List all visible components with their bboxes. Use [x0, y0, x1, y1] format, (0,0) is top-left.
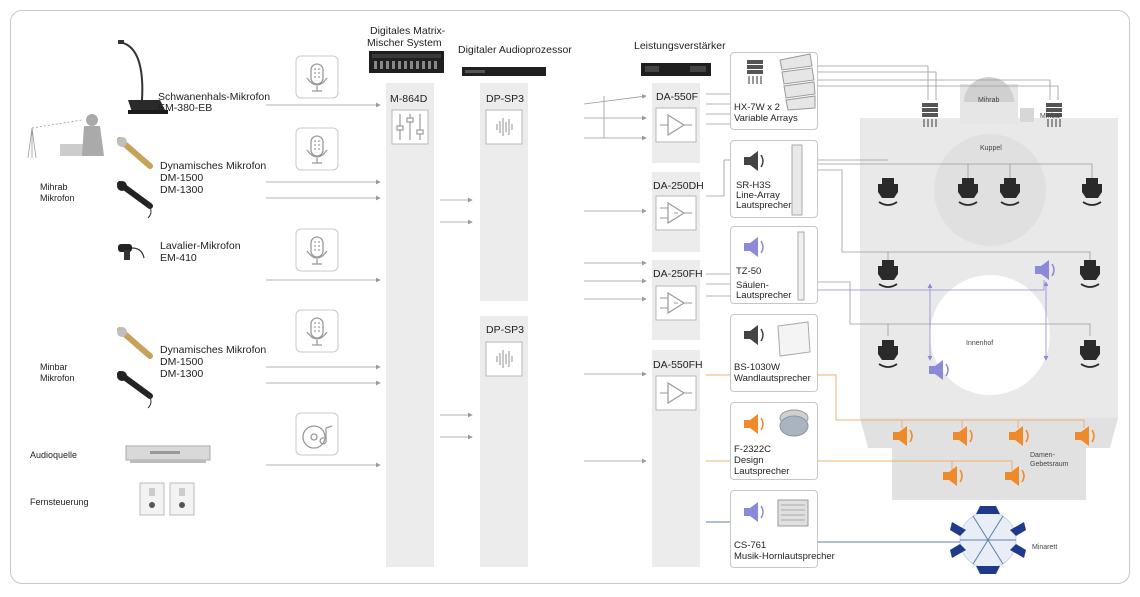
array-speaker-icon — [746, 59, 764, 85]
media-icon — [295, 412, 339, 456]
matrix-header-line2: Mischer System — [367, 37, 442, 49]
mic-icon — [295, 228, 339, 272]
matrix-column — [386, 83, 434, 567]
tz50-product-image — [797, 231, 805, 301]
amp3-model-label: DA-250FH — [653, 268, 703, 280]
orange-wiring — [818, 374, 1085, 470]
amplifier-icon — [655, 285, 697, 321]
speaker-icon — [743, 236, 764, 258]
amplifier-icon — [655, 195, 697, 231]
mihrab-group-line2: Mikrofon — [40, 193, 75, 203]
floorplan-wiring — [818, 65, 1093, 336]
amplifier-device-image — [641, 63, 711, 76]
dynamic1-name: Dynamisches Mikrofon — [160, 160, 267, 172]
minbar-group-line1: Minbar — [40, 362, 68, 372]
f2322c-line1: F-2322C — [734, 444, 771, 455]
matrix-device-image — [369, 51, 444, 73]
speaker-icon — [743, 413, 764, 435]
speaker-card-srh3s — [730, 140, 818, 218]
srh3s-line2: Line-Array — [736, 190, 780, 201]
mic-icon — [295, 309, 339, 353]
matrix-model-label: M-864D — [390, 93, 428, 105]
gooseneck-name: Schwanenhals-Mikrofon — [158, 91, 271, 103]
minarett-label: Minarett — [1032, 544, 1058, 551]
hx7w-line2: Variable Arrays — [734, 113, 798, 124]
srh3s-line1: SR-H3S — [736, 180, 771, 191]
minbar-label: Minbar — [1040, 113, 1062, 120]
cs761-product-image — [777, 499, 809, 527]
minbar-group-line2: Mikrofon — [40, 373, 75, 383]
dynamic1-model2: DM-1300 — [160, 184, 204, 196]
amp-output-lines — [706, 93, 730, 297]
gooseneck-mic-image — [118, 40, 168, 114]
remote-panel-image — [139, 482, 195, 516]
dynamic-mic-image-2 — [117, 327, 153, 409]
mihrab-label: Mihrab — [978, 97, 1000, 104]
processor1-model-label: DP-SP3 — [486, 93, 524, 105]
processor-header: Digitaler Audioprozessor — [458, 44, 572, 56]
dynamic2-name: Dynamisches Mikrofon — [160, 344, 267, 356]
amplifier-icon — [655, 107, 697, 143]
processor2-model-label: DP-SP3 — [486, 324, 524, 336]
dsp-icon — [485, 109, 523, 145]
lavalier-mic-image — [118, 244, 145, 260]
bs1030w-product-image — [777, 321, 811, 357]
cs761-line2: Musik-Hornlautsprecher — [734, 551, 835, 562]
innenhof-label: Innenhof — [966, 340, 994, 347]
cs761-line1: CS-761 — [734, 540, 767, 551]
amplifier-icon — [655, 375, 697, 411]
kuppel-label: Kuppel — [980, 145, 1002, 152]
tz50-line1: TZ-50 — [736, 266, 762, 277]
mihrab-group-line1: Mihrab — [40, 182, 68, 192]
tz50-line2: Säulen- — [736, 280, 769, 291]
audio-source-label: Audioquelle — [30, 450, 78, 460]
lavalier-name: Lavalier-Mikrofon — [160, 240, 241, 252]
amp2-model-label: DA-250DH — [653, 180, 704, 192]
purple-wiring — [818, 280, 1049, 361]
dynamic2-model1: DM-1500 — [160, 356, 204, 368]
audio-player-image — [125, 445, 211, 463]
input-lines — [266, 94, 647, 468]
mosque-floorplan — [860, 77, 1118, 569]
f2322c-product-image — [779, 409, 809, 437]
dynamic1-model1: DM-1500 — [160, 172, 204, 184]
speaker-icon — [743, 501, 764, 523]
srh3s-product-image — [791, 144, 803, 216]
lavalier-model: EM-410 — [160, 252, 197, 264]
minaret-speakers — [950, 506, 1026, 574]
amp1-model-label: DA-550F — [656, 91, 699, 103]
bs1030w-line2: Wandlautsprecher — [734, 373, 811, 384]
remote-label: Fernsteuerung — [30, 497, 89, 507]
f2322c-line3: Lautsprecher — [734, 466, 790, 477]
amp4-model-label: DA-550FH — [653, 359, 703, 371]
matrix-header-line1: Digitales Matrix- — [370, 25, 446, 37]
dynamic-mic-image-1 — [117, 137, 153, 219]
processor-device-image — [462, 67, 546, 76]
mic-icon — [295, 127, 339, 171]
damen-line1: Damen- — [1030, 452, 1055, 459]
tz50-line3: Lautsprecher — [736, 290, 792, 301]
mihrab-person-icon — [27, 114, 104, 159]
damen-line2: Gebetsraum — [1030, 461, 1069, 468]
mic-icon — [295, 55, 339, 99]
dynamic2-model2: DM-1300 — [160, 368, 204, 380]
diagram-frame — [10, 10, 1130, 584]
gooseneck-model: EM-380-EB — [158, 102, 213, 114]
speaker-icon — [743, 324, 764, 346]
srh3s-line3: Lautsprecher — [736, 200, 792, 211]
hx7w-product-image — [779, 53, 816, 111]
speaker-icon — [743, 150, 764, 172]
bs1030w-line1: BS-1030W — [734, 362, 780, 373]
mixer-fader-icon — [391, 109, 429, 145]
hx7w-line1: HX-7W x 2 — [734, 102, 780, 113]
amplifier-header: Leistungsverstärker — [634, 40, 726, 52]
f2322c-line2: Design — [734, 455, 764, 466]
dsp-icon — [485, 341, 523, 377]
